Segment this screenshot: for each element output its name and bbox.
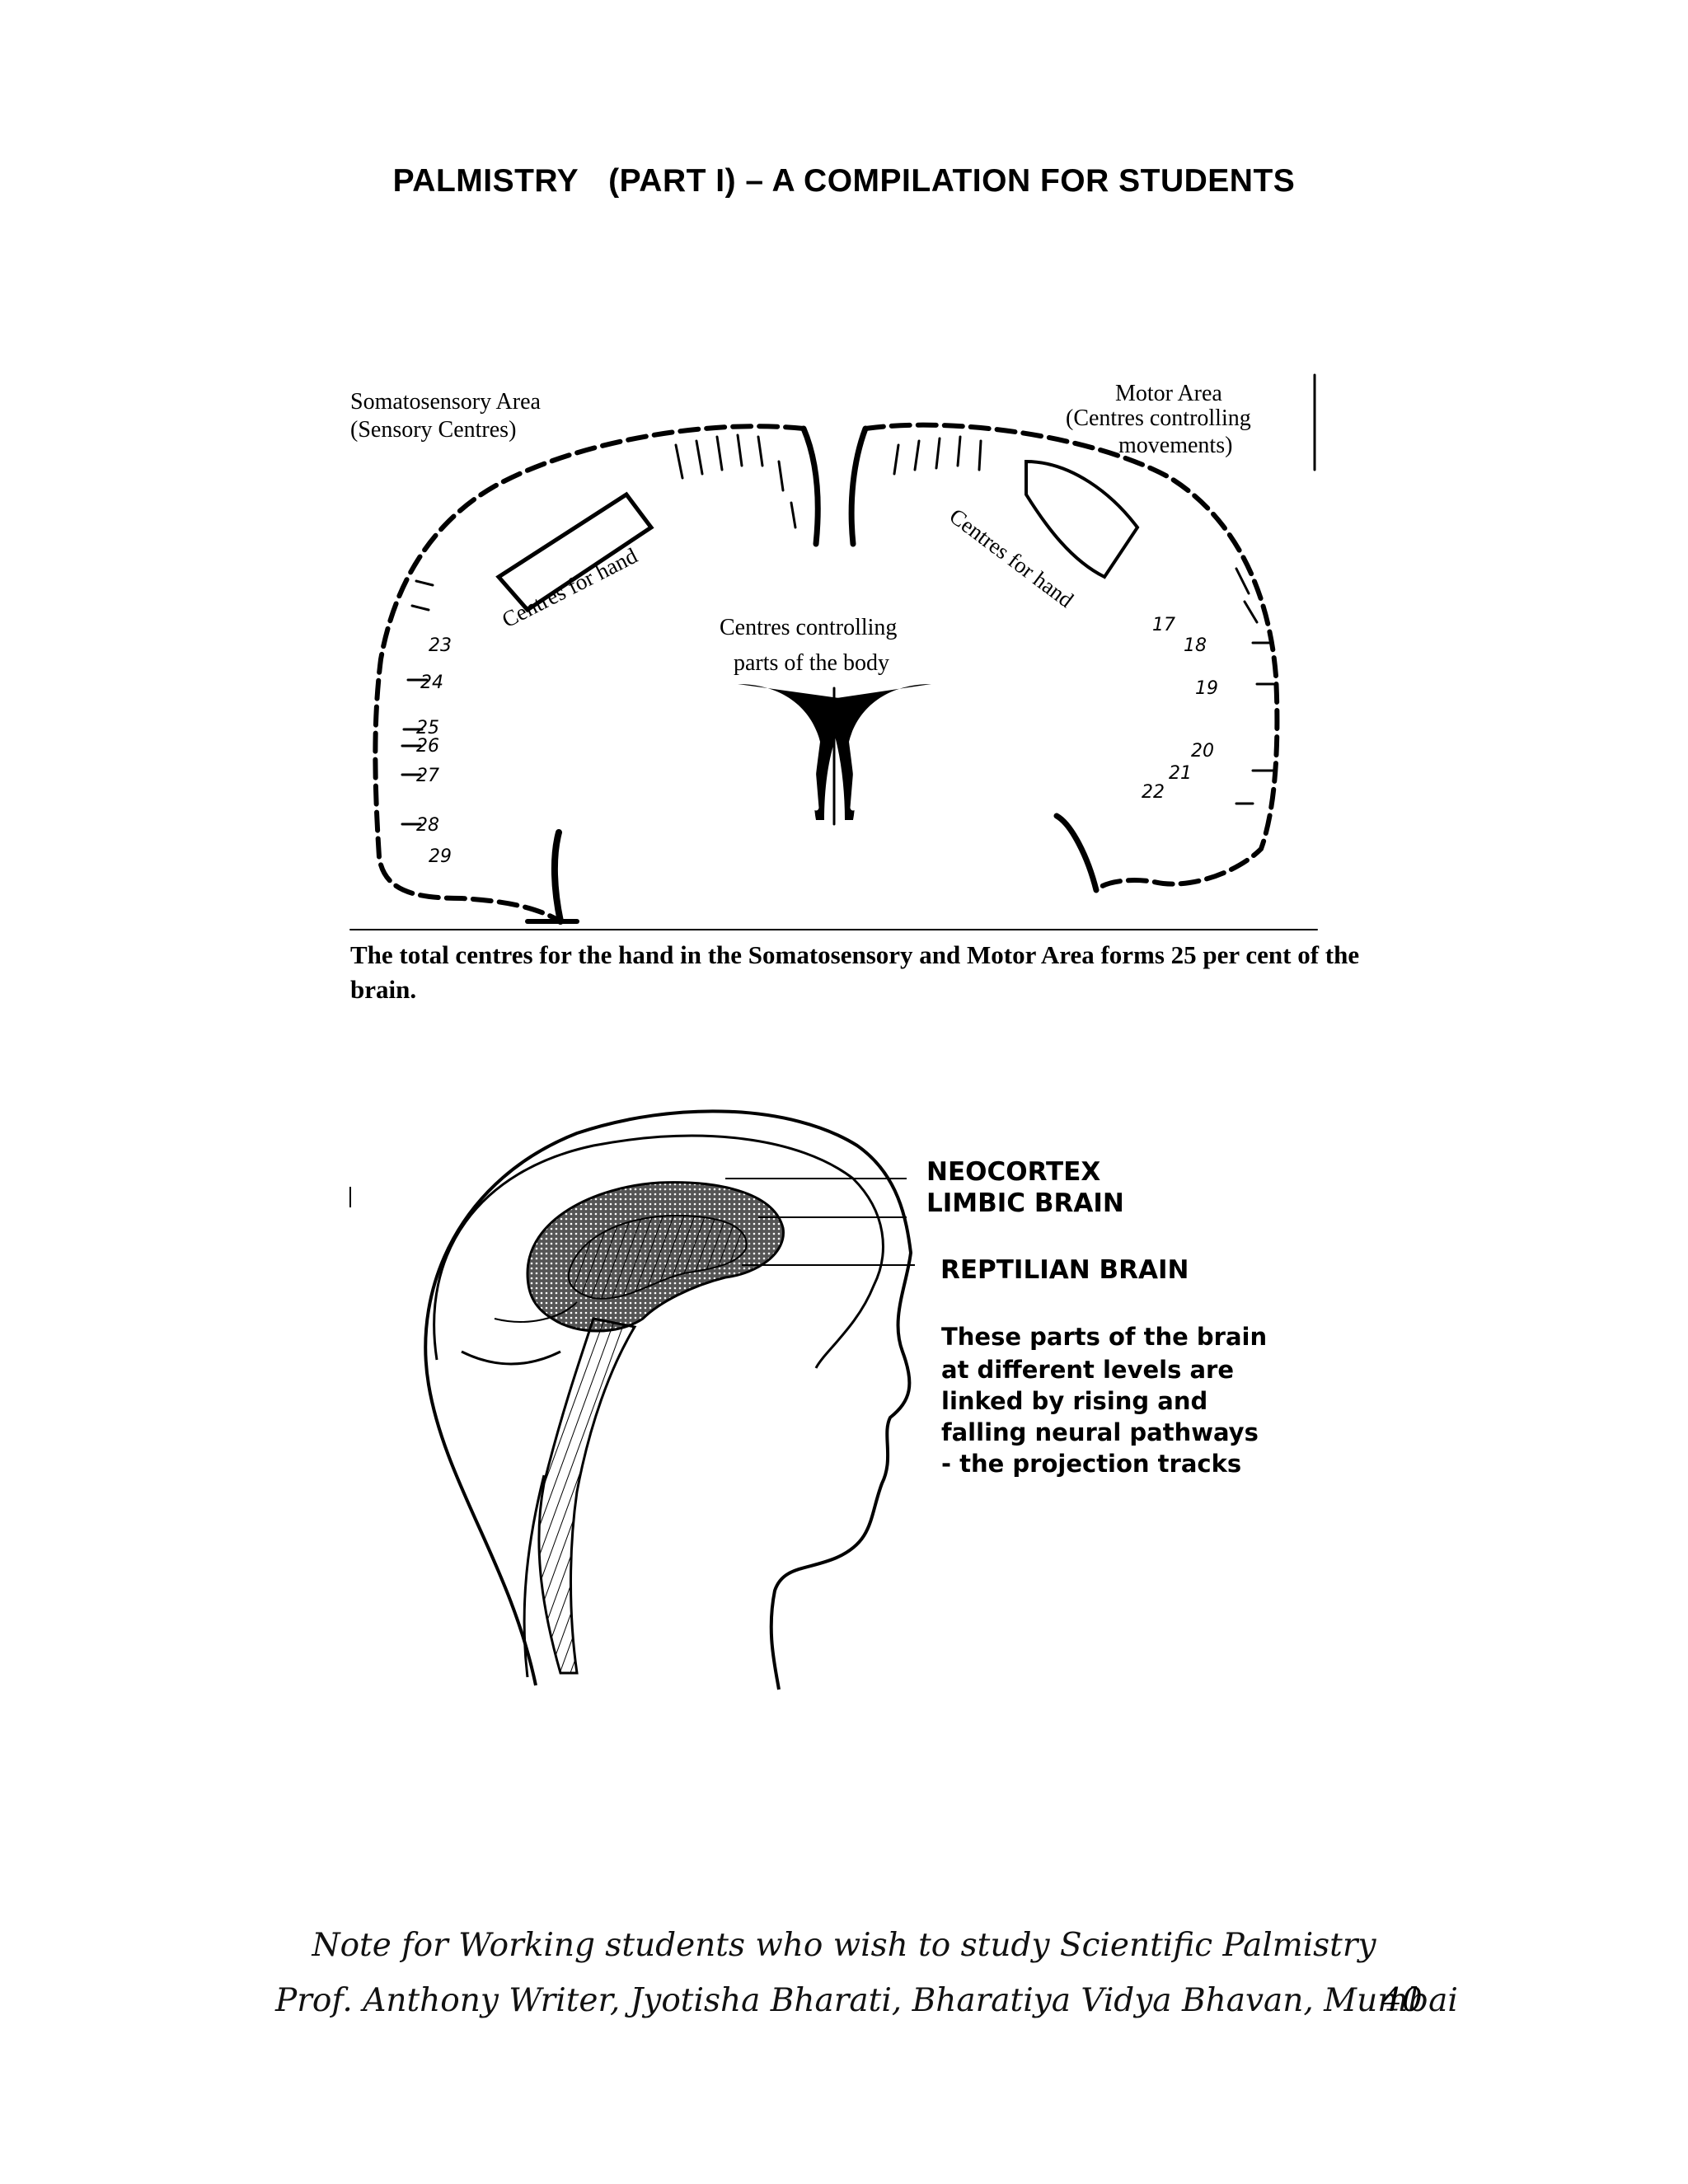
right-number: 19 <box>1195 678 1218 699</box>
left-number: 24 <box>420 673 443 693</box>
right-number: 18 <box>1184 635 1207 656</box>
left-number: 28 <box>416 815 439 836</box>
left-hand-centre-box <box>495 491 654 613</box>
right-hand-centre-box <box>1025 459 1140 579</box>
motor-label-line3: movements) <box>1118 433 1232 458</box>
left-number: 26 <box>416 736 439 757</box>
coronal-brain-figure <box>349 373 1318 930</box>
neocortex-label: NEOCORTEX <box>926 1157 1100 1187</box>
limbic-brain-label: LIMBIC BRAIN <box>926 1188 1124 1218</box>
figure1-caption: The total centres for the hand in the So… <box>350 940 1360 1004</box>
header-title: PALMISTRY <box>392 163 579 199</box>
somatosensory-label-line1: Somatosensory Area <box>350 389 542 415</box>
description-line4: falling neural pathways <box>941 1418 1259 1446</box>
description-line1: These parts of the brain <box>941 1323 1267 1351</box>
right-hand-centre-label: Centres for hand <box>945 504 1078 613</box>
central-midline-shape <box>738 684 931 826</box>
left-number: 25 <box>416 718 439 738</box>
left-hand-centre-label: Centres for hand <box>498 543 641 633</box>
centre-label-line2: parts of the body <box>734 650 889 676</box>
header-subtitle: (PART I) – A COMPILATION FOR STUDENTS <box>608 163 1296 199</box>
right-number: 22 <box>1142 782 1165 803</box>
page-header: PALMISTRY (PART I) – A COMPILATION FOR ST… <box>0 163 1688 199</box>
brainstem <box>537 1317 637 1675</box>
description-line3: linked by rising and <box>941 1387 1207 1415</box>
left-hemisphere-outline <box>373 424 806 924</box>
centre-label-line1: Centres controlling <box>720 615 897 640</box>
motor-label-line2: (Centres controlling <box>1066 405 1251 431</box>
description-line5: - the projection tracks <box>941 1450 1241 1478</box>
right-number: 20 <box>1191 741 1214 762</box>
right-hemisphere-outline <box>863 422 1280 893</box>
reptilian-brain <box>567 1214 748 1300</box>
neocortex-outline <box>433 1134 884 1369</box>
head-profile <box>424 1109 913 1690</box>
left-number: 23 <box>429 635 452 656</box>
page-number: 40 <box>1381 1982 1423 2019</box>
motor-label-line1: Motor Area <box>1115 381 1222 406</box>
footer-author: Prof. Anthony Writer, Jyotisha Bharati, … <box>275 1982 1458 2019</box>
description-line2: at different levels are <box>941 1356 1234 1384</box>
left-number: 29 <box>429 846 452 867</box>
sagittal-head-figure <box>349 1109 915 1690</box>
left-number: 27 <box>416 766 439 786</box>
right-number: 17 <box>1152 615 1175 635</box>
right-number: 21 <box>1169 763 1192 784</box>
somatosensory-label-line2: (Sensory Centres) <box>350 417 516 443</box>
footer-note: Note for Working students who wish to st… <box>312 1927 1376 1964</box>
reptilian-brain-label: REPTILIAN BRAIN <box>940 1255 1189 1285</box>
